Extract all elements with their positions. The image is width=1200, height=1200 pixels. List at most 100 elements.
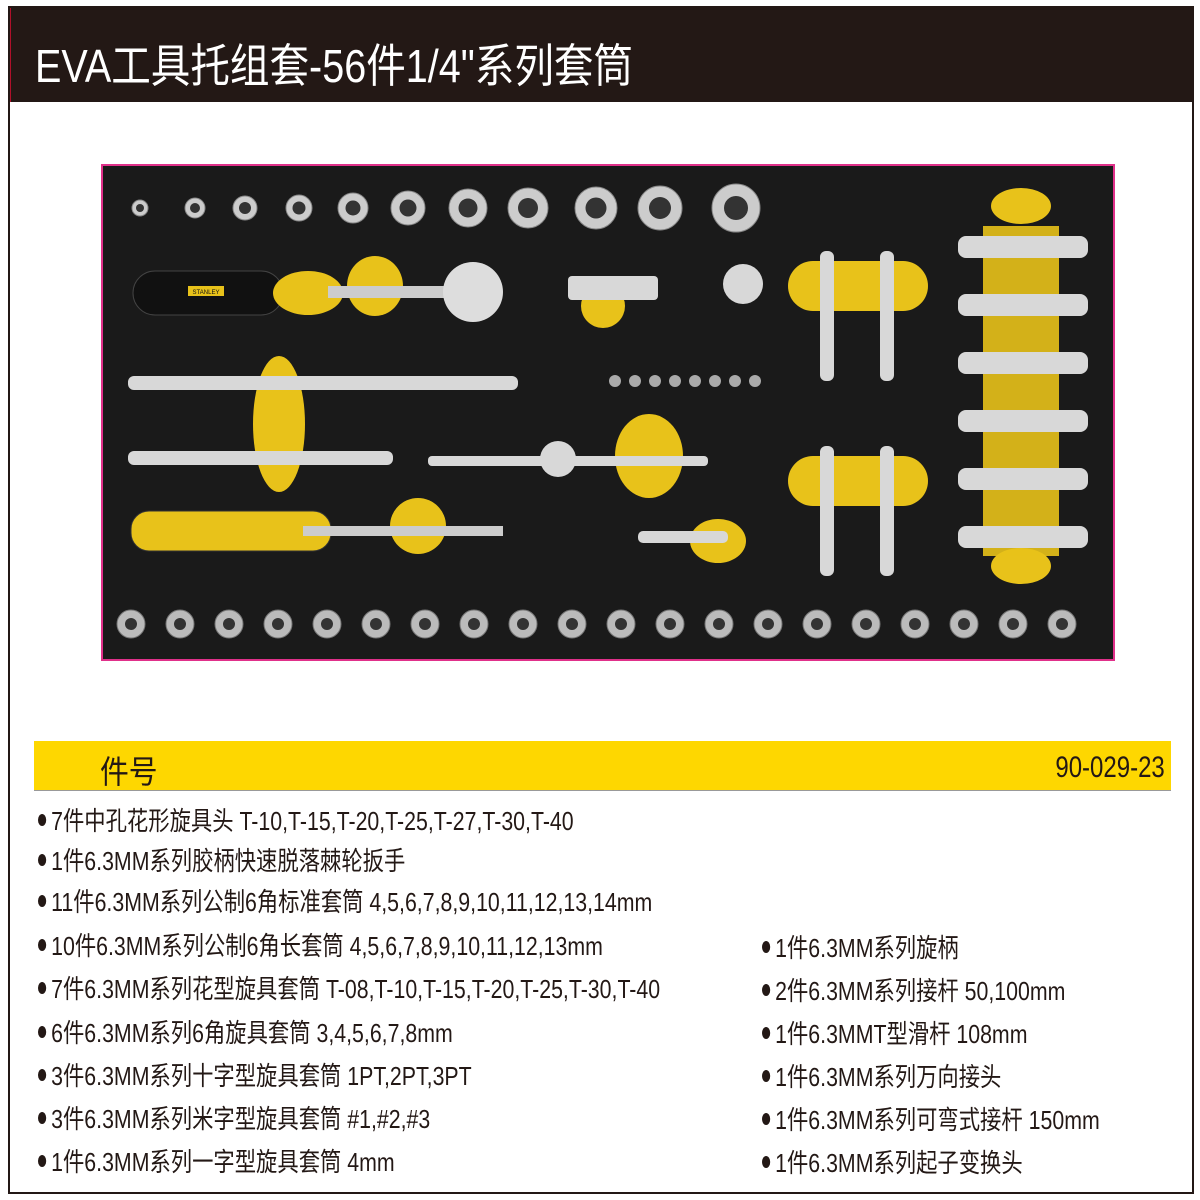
socket-bore (762, 618, 774, 630)
item-text: 1件6.3MM系列万向接头 (775, 1062, 1002, 1092)
item-text: 3件6.3MM系列米字型旋具套筒 #1,#2,#3 (51, 1104, 431, 1134)
socket-bore (292, 201, 306, 215)
bit (689, 375, 701, 387)
long-socket (958, 236, 1088, 258)
bullet-icon (762, 1026, 771, 1039)
socket-bore (125, 618, 137, 630)
socket-bore (370, 618, 382, 630)
item-text: 7件中孔花形旋具头 T-10,T-15,T-20,T-25,T-27,T-30,… (51, 806, 574, 836)
socket-bore (136, 204, 144, 212)
bullet-icon (38, 938, 47, 951)
item-text: 10件6.3MM系列公制6角长套筒 4,5,6,7,8,9,10,11,12,1… (51, 931, 603, 961)
list-item: 1件6.3MM系列旋柄 (762, 928, 959, 965)
bullet-icon (38, 1025, 47, 1038)
bit (729, 375, 741, 387)
socket-bore (518, 198, 538, 218)
list-item: 1件6.3MM系列起子变换头 (762, 1143, 1023, 1180)
socket-bore (664, 618, 676, 630)
bit (609, 375, 621, 387)
bullet-icon (38, 981, 47, 994)
socket-bore (566, 618, 578, 630)
long-socket (958, 410, 1088, 432)
item-text: 1件6.3MM系列胶柄快速脱落棘轮扳手 (51, 846, 406, 876)
socket-bore (272, 618, 284, 630)
socket-bore (724, 196, 748, 220)
list-item: 2件6.3MM系列接杆 50,100mm (762, 971, 1065, 1008)
item-text: 1件6.3MMT型滑杆 108mm (775, 1019, 1028, 1049)
socket-bore (1007, 618, 1019, 630)
bullet-icon (38, 853, 47, 866)
list-item: 7件6.3MM系列花型旋具套筒 T-08,T-10,T-15,T-20,T-25… (38, 969, 660, 1006)
socket-bore (909, 618, 921, 630)
list-item: 10件6.3MM系列公制6角长套筒 4,5,6,7,8,9,10,11,12,1… (38, 926, 603, 963)
socket-bore (399, 199, 417, 217)
bullet-icon (762, 1112, 771, 1125)
item-text: 1件6.3MM系列旋柄 (775, 933, 959, 963)
long-socket (958, 468, 1088, 490)
bullet-icon (762, 940, 771, 953)
bullet-icon (38, 1154, 47, 1167)
list-item: 6件6.3MM系列6角旋具套筒 3,4,5,6,7,8mm (38, 1013, 453, 1050)
item-text: 11件6.3MM系列公制6角标准套筒 4,5,6,7,8,9,10,11,12,… (51, 887, 653, 917)
screwdriver-handle (130, 510, 503, 552)
frame (8, 6, 1194, 1194)
socket-bore (468, 618, 480, 630)
socket-bore (321, 618, 333, 630)
bit (709, 375, 721, 387)
bullet-icon (38, 894, 47, 907)
socket-bore (713, 618, 725, 630)
item-text: 1件6.3MM系列一字型旋具套筒 4mm (51, 1147, 395, 1177)
socket-bore (239, 202, 251, 214)
item-text: 6件6.3MM系列6角旋具套筒 3,4,5,6,7,8mm (51, 1018, 453, 1048)
long-socket (958, 352, 1088, 374)
bit (669, 375, 681, 387)
bit (629, 375, 641, 387)
part-number-band: 件号 90-029-23 (34, 741, 1171, 791)
part-number-value: 90-029-23 (1055, 751, 1165, 784)
list-item: 11件6.3MM系列公制6角标准套筒 4,5,6,7,8,9,10,11,12,… (38, 882, 652, 919)
torx-bits (609, 375, 761, 387)
bit (649, 375, 661, 387)
socket-bore (174, 618, 186, 630)
socket-bore (458, 198, 478, 218)
bullet-icon (762, 1069, 771, 1082)
header-bar: EVA工具托组套-56件1/4"系列套筒 (8, 6, 1194, 102)
list-item: 1件6.3MM系列胶柄快速脱落棘轮扳手 (38, 841, 405, 878)
bullet-icon (38, 1111, 47, 1124)
long-sockets (958, 236, 1088, 548)
item-text: 2件6.3MM系列接杆 50,100mm (775, 976, 1066, 1006)
long-socket (958, 526, 1088, 548)
bullet-icon (762, 983, 771, 996)
bit-adapters (723, 251, 894, 576)
list-item: 1件6.3MM系列可弯式接杆 150mm (762, 1100, 1100, 1137)
socket-bore (223, 618, 235, 630)
part-number-label: 件号 (100, 754, 158, 790)
ratchet: STANLEY (132, 262, 503, 322)
socket-bore (860, 618, 872, 630)
bit (749, 375, 761, 387)
socket-bore (649, 197, 671, 219)
page-title: EVA工具托组套-56件1/4"系列套筒 (35, 40, 634, 92)
bullet-icon (38, 813, 47, 826)
socket-bore (1056, 618, 1068, 630)
item-text: 1件6.3MM系列可弯式接杆 150mm (775, 1105, 1100, 1135)
item-text: 3件6.3MM系列十字型旋具套筒 1PT,2PT,3PT (51, 1061, 472, 1091)
extension-bars (128, 276, 728, 543)
socket-bore (517, 618, 529, 630)
socket-bore (811, 618, 823, 630)
item-text: 1件6.3MM系列起子变换头 (775, 1148, 1023, 1178)
list-item: 3件6.3MM系列米字型旋具套筒 #1,#2,#3 (38, 1099, 430, 1136)
list-item: 1件6.3MM系列万向接头 (762, 1057, 1001, 1094)
bullet-icon (762, 1155, 771, 1168)
bullet-icon (38, 1068, 47, 1081)
socket-bore (585, 197, 607, 219)
list-item: 3件6.3MM系列十字型旋具套筒 1PT,2PT,3PT (38, 1056, 472, 1093)
list-item: 1件6.3MM系列一字型旋具套筒 4mm (38, 1142, 395, 1179)
bit-sockets (116, 609, 1077, 639)
list-item: 1件6.3MMT型滑杆 108mm (762, 1014, 1027, 1051)
list-item: 7件中孔花形旋具头 T-10,T-15,T-20,T-25,T-27,T-30,… (38, 801, 574, 838)
socket-bore (615, 618, 627, 630)
long-socket (958, 294, 1088, 316)
item-text: 7件6.3MM系列花型旋具套筒 T-08,T-10,T-15,T-20,T-25… (51, 974, 661, 1004)
socket-bore (345, 200, 361, 216)
